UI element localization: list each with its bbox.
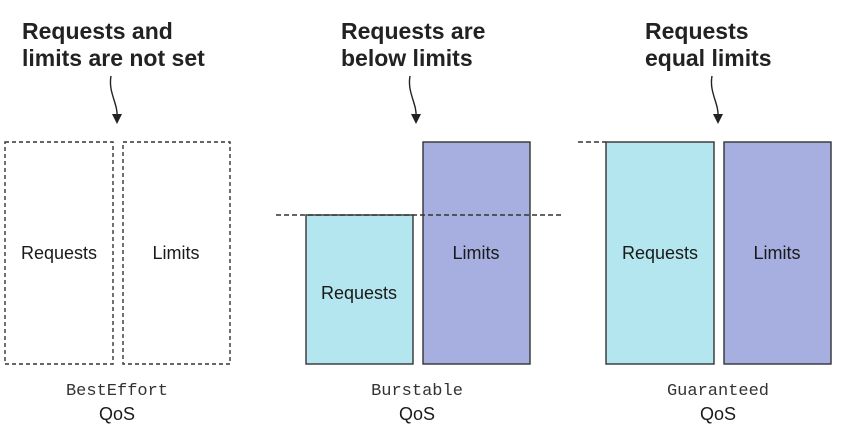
guaranteed-class-name: Guaranteed [667,382,769,401]
burstable-class-name: Burstable [371,382,463,401]
guaranteed-arrowhead [713,114,723,124]
best-effort-arrow [109,75,118,117]
best-effort-requests-label: Requests [21,243,97,263]
guaranteed-arrow [710,75,719,117]
guaranteed-requests-label: Requests [622,243,698,263]
guaranteed-panel: Requests equal limits Requests Limits Gu… [578,18,832,424]
best-effort-limits-label: Limits [152,243,199,263]
best-effort-heading-line1: Requests and [22,18,173,44]
best-effort-heading-line2: limits are not set [22,45,205,71]
burstable-limits-label: Limits [452,243,499,263]
burstable-arrow [408,75,417,117]
burstable-limits-box [422,141,531,365]
guaranteed-heading-line1: Requests [645,18,749,44]
best-effort-limits-box [122,141,231,365]
guaranteed-requests-box [605,141,715,365]
burstable-heading-line1: Requests are [341,18,485,44]
best-effort-panel: Requests and limits are not set Requests… [4,18,231,424]
best-effort-arrowhead [112,114,122,124]
best-effort-qos-label: QoS [99,404,135,424]
guaranteed-heading-line2: equal limits [645,45,772,71]
burstable-qos-label: QoS [399,404,435,424]
guaranteed-limits-box [723,141,832,365]
burstable-heading-line2: below limits [341,45,473,71]
guaranteed-qos-label: QoS [700,404,736,424]
burstable-requests-label: Requests [321,283,397,303]
guaranteed-limits-label: Limits [753,243,800,263]
burstable-arrowhead [411,114,421,124]
best-effort-requests-box [4,141,114,365]
burstable-panel: Requests are below limits Requests Limit… [276,18,563,424]
best-effort-class-name: BestEffort [66,382,168,401]
